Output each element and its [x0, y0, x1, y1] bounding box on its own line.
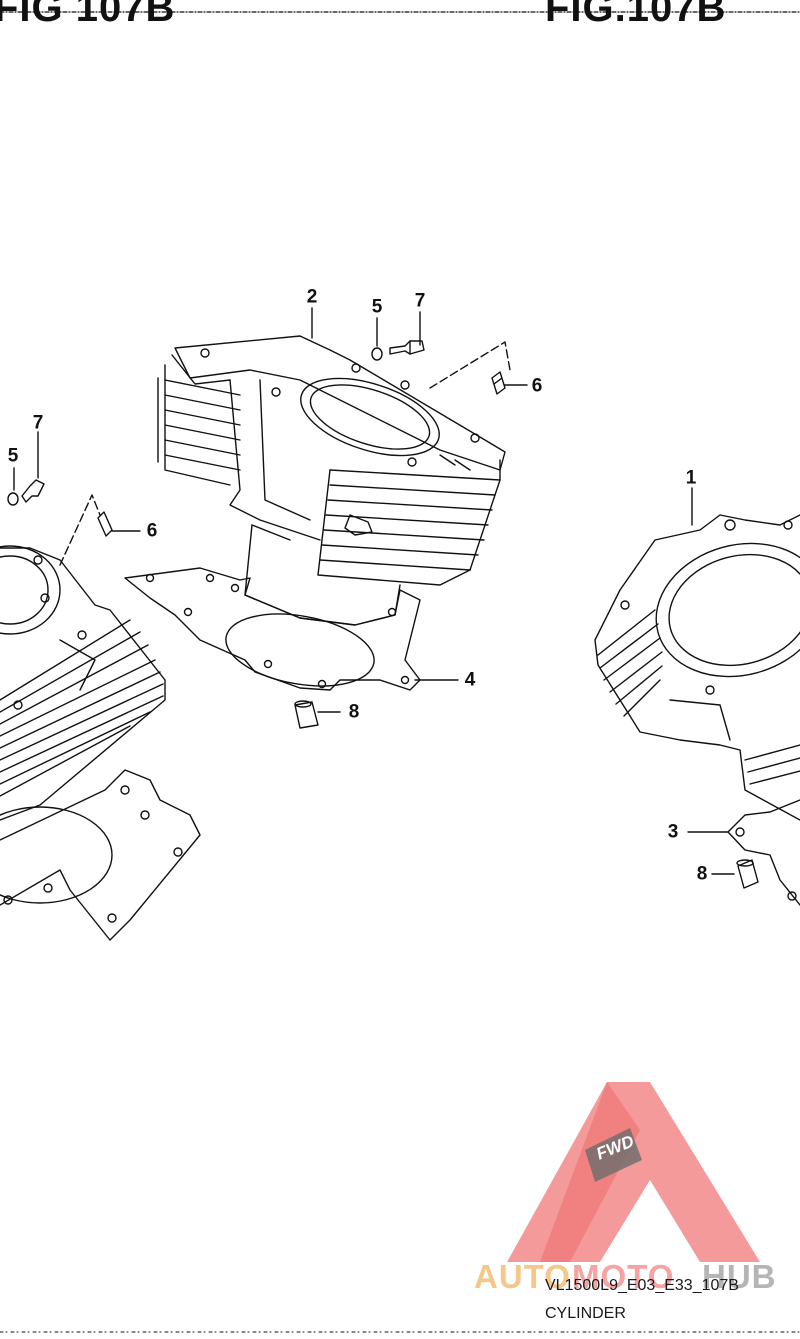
watermark-moto: MOTO — [572, 1258, 675, 1295]
right-base-gasket — [727, 799, 800, 906]
center-cylinder — [157, 335, 506, 626]
left-base-gasket — [0, 769, 201, 941]
dowel-8a — [294, 700, 319, 729]
watermark-hub: HUB — [702, 1258, 777, 1295]
right-cylinder — [594, 514, 800, 821]
leader-6a-guide — [429, 341, 511, 389]
watermark-logo — [507, 1082, 760, 1262]
callout-8b: 8 — [696, 863, 708, 885]
left-cylinder — [0, 545, 166, 821]
center-base-gasket — [124, 567, 421, 691]
dowel-8b — [736, 859, 759, 889]
callout-6b: 6 — [146, 520, 158, 542]
watermark-auto: AUTO — [474, 1258, 571, 1295]
callout-5b: 5 — [7, 445, 19, 467]
callout-3: 3 — [667, 821, 679, 843]
washer-5a — [371, 347, 383, 361]
callout-6a: 6 — [531, 375, 543, 397]
leader-6b-guide — [59, 494, 101, 566]
bolt-7b — [21, 479, 45, 503]
dowel-6a — [491, 371, 506, 395]
callout-2: 2 — [306, 286, 318, 308]
diagram-title: CYLINDER — [545, 1305, 626, 1322]
bolt-7a — [389, 340, 425, 355]
callout-5a: 5 — [371, 296, 383, 318]
washer-5b — [7, 492, 19, 506]
callout-1: 1 — [685, 467, 697, 489]
callout-4: 4 — [464, 669, 476, 691]
dowel-6b — [97, 511, 113, 537]
callout-8a: 8 — [348, 701, 360, 723]
callout-7b: 7 — [32, 412, 44, 434]
header-left-fragment: FIG 107B — [0, 0, 176, 30]
header-right-fragment: FIG.107B — [545, 0, 727, 30]
callout-7a: 7 — [414, 290, 426, 312]
diagram-code: VL1500L9_E03_E33_107B — [545, 1277, 739, 1294]
